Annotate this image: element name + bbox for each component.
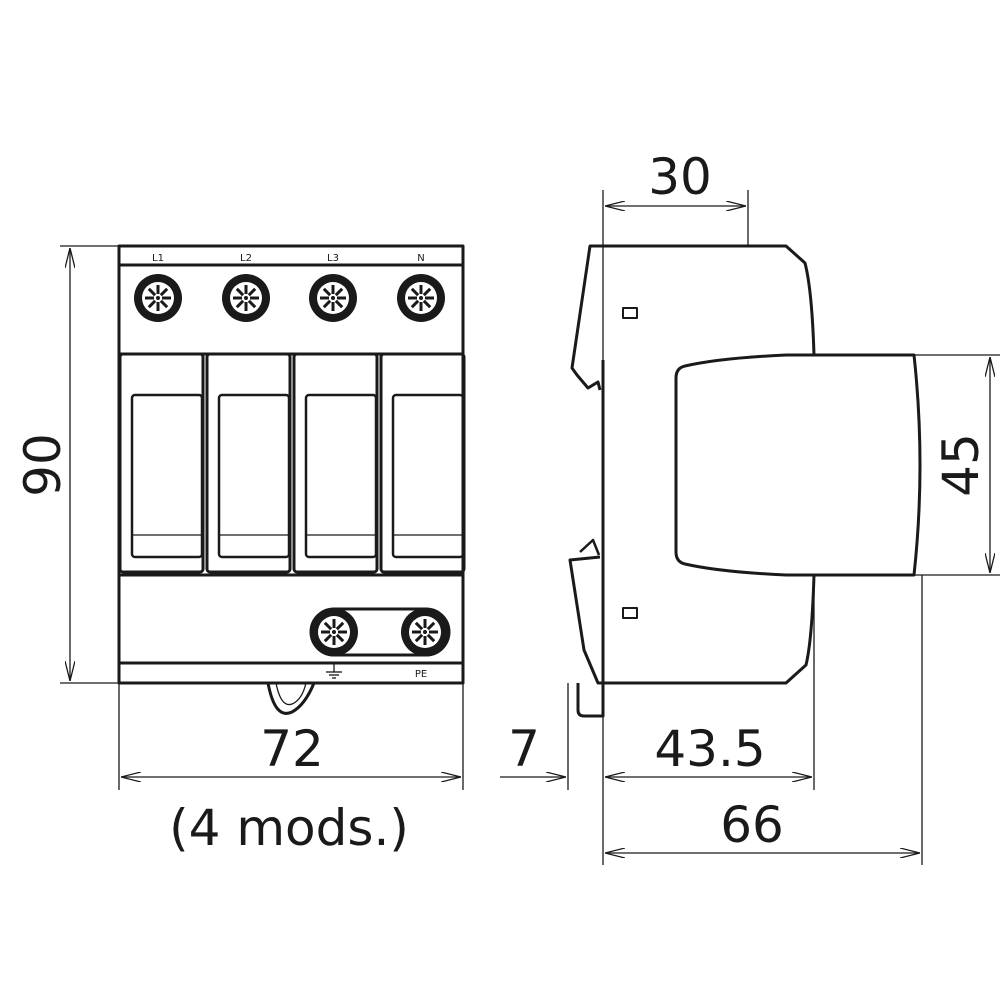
ground-icon — [326, 663, 342, 679]
terminal-screw-icon — [397, 274, 445, 322]
dim-66: 66 — [720, 796, 784, 854]
protection-module — [205, 352, 292, 574]
protection-module — [118, 352, 205, 574]
rail-clip-loop — [266, 682, 316, 715]
dim-45: 45 — [932, 433, 990, 497]
rail-latch — [576, 683, 605, 718]
protection-module — [379, 352, 466, 574]
side-cover-outline — [674, 353, 922, 577]
pe-label: PE — [415, 669, 427, 680]
front-dimensions: 90 72 (4 mods.) — [14, 245, 464, 857]
side-body-outline — [568, 244, 816, 685]
protection-module — [292, 352, 379, 574]
width-dim-72: 72 — [260, 720, 324, 778]
height-dim-90: 90 — [14, 433, 72, 497]
side-window-bottom — [622, 607, 638, 619]
modules-note: (4 mods.) — [169, 799, 409, 857]
terminal-screw-icon — [310, 608, 358, 656]
terminal-label-n: N — [417, 253, 424, 264]
terminal-screw-icon — [134, 274, 182, 322]
side-view — [568, 244, 922, 718]
terminal-screw-icon — [309, 274, 357, 322]
terminal-label-l1: L1 — [152, 253, 164, 264]
terminal-label-l3: L3 — [327, 253, 339, 264]
front-view: L1 L2 L3 N PE — [117, 244, 466, 715]
terminal-label-l2: L2 — [240, 253, 252, 264]
pe-bridge — [309, 607, 451, 657]
terminal-screw-icon — [222, 274, 270, 322]
dim-30: 30 — [648, 148, 712, 206]
side-window-top — [622, 307, 638, 319]
side-dimensions: 30 45 7 43.5 66 — [500, 148, 1000, 865]
dim-43-5: 43.5 — [654, 720, 765, 778]
dim-7: 7 — [508, 720, 540, 778]
terminal-screw-icon — [401, 608, 449, 656]
